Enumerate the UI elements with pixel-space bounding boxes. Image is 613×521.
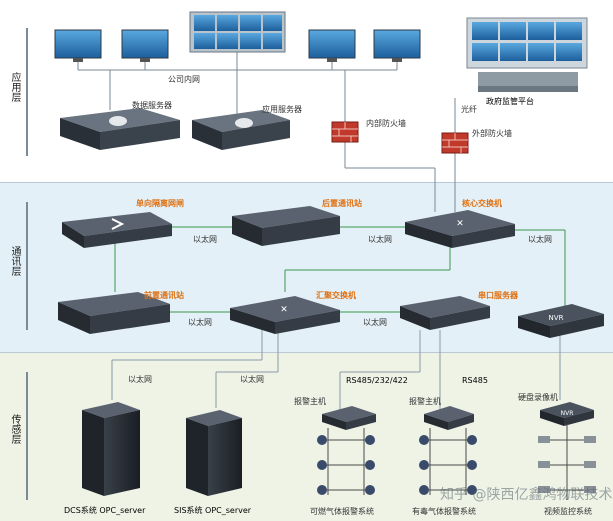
aggregation-switch-icon: ✕ [230, 296, 340, 334]
fiber-label: 光纤 [461, 105, 477, 114]
gov-platform-label: 政府监管平台 [486, 97, 534, 106]
watermark: 知乎 @陕西亿鑫鸿物联技术 [440, 487, 613, 503]
ethernet-label: 以太网 [188, 318, 212, 327]
alarm-host-icon [424, 406, 474, 430]
ethernet-label: 以太网 [368, 235, 392, 244]
gas-detector-icon [467, 485, 477, 495]
firewall-icon [331, 121, 359, 143]
svg-text:✕: ✕ [456, 219, 464, 229]
gas-detector-icon [317, 460, 327, 470]
unidirectional-gateway-label: 单向隔离网闸 [136, 199, 184, 208]
monitor-icon [373, 29, 421, 62]
data-server-icon [60, 108, 180, 150]
layer-label-sensing: 传感层 [9, 414, 20, 444]
app-server-label: 应用服务器 [262, 105, 302, 114]
gas-detector-icon [365, 435, 375, 445]
video-wall [189, 11, 286, 53]
gas-detector-icons [317, 435, 477, 495]
gas-detector-icon [467, 435, 477, 445]
external-firewall-label: 外部防火墙 [472, 129, 512, 138]
layer-label-communication: 通讯层 [9, 246, 20, 276]
gas-detector-icon [317, 435, 327, 445]
toxic-gas-label: 有毒气体报警系统 [412, 507, 476, 516]
front-comm-station-label: 前置通讯站 [144, 291, 184, 300]
layer-bracket [26, 28, 28, 156]
firewall-icon [441, 132, 469, 154]
camera-icon [538, 486, 550, 493]
monitor-icon [308, 29, 356, 62]
camera-icon [538, 436, 550, 443]
gas-detector-icon [365, 460, 375, 470]
rs485-label: RS485 [462, 376, 488, 385]
data-server-label: 数据服务器 [132, 101, 172, 110]
sis-label: SIS系统 OPC_server [174, 506, 252, 515]
monitor-icon [121, 29, 169, 62]
gas-detector-icon [419, 485, 429, 495]
layer-divider [0, 182, 613, 183]
camera-icon [538, 461, 550, 468]
serial-server-label: 串口服务器 [478, 291, 518, 300]
gas-detector-icon [419, 435, 429, 445]
svg-text:✕: ✕ [280, 305, 288, 315]
rear-comm-station-icon [232, 206, 340, 246]
gov-platform-icon [466, 17, 588, 92]
camera-icons [538, 436, 596, 493]
rear-comm-station-label: 后置通讯站 [322, 199, 362, 208]
gas-detector-icon [317, 485, 327, 495]
aggregation-switch-label: 汇聚交换机 [316, 291, 356, 300]
alarm-host-icon [322, 406, 376, 430]
sensor-tree-lines [322, 424, 590, 500]
camera-icon [584, 436, 596, 443]
layer-label-application: 应用层 [9, 72, 20, 102]
ethernet-label: 以太网 [128, 375, 152, 384]
layer-bracket [26, 202, 28, 330]
gas-detector-icon [365, 485, 375, 495]
nvr-icon [518, 304, 604, 338]
unidirectional-gateway-icon [62, 212, 172, 248]
alarm-host-label: 报警主机 [294, 397, 326, 406]
network-links [77, 52, 566, 410]
layer-bracket [26, 372, 28, 500]
rs485-232-422-label: RS485/232/422 [346, 376, 408, 385]
app-server-icon [192, 110, 290, 150]
sis-server-tower-icon [186, 410, 242, 496]
combustible-gas-label: 可燃气体报警系统 [310, 507, 374, 516]
internal-firewall-label: 内部防火墙 [366, 119, 406, 128]
front-comm-station-icon [58, 292, 170, 334]
ethernet-label: 以太网 [193, 235, 217, 244]
company-lan-label: 公司内网 [168, 75, 200, 84]
hdd-recorder-icon [540, 402, 594, 426]
nvr-label: NVR [549, 314, 564, 322]
dcs-label: DCS系统 OPC_server [64, 506, 146, 515]
hdd-recorder-label: 硬盘录像机 [518, 393, 558, 402]
layer-divider [0, 352, 613, 353]
gas-detector-icon [467, 460, 477, 470]
ethernet-label: 以太网 [240, 375, 264, 384]
camera-icon [584, 461, 596, 468]
gas-detector-icon [419, 460, 429, 470]
monitor-icon [54, 29, 102, 62]
ethernet-label: 以太网 [363, 318, 387, 327]
ethernet-label: 以太网 [528, 235, 552, 244]
alarm-host-label: 报警主机 [409, 397, 441, 406]
dcs-server-tower-icon [82, 402, 140, 496]
serial-server-icon [400, 296, 490, 330]
video-monitor-label: 视频监控系统 [544, 507, 592, 516]
core-switch-label: 核心交换机 [462, 199, 502, 208]
camera-icon [584, 486, 596, 493]
core-switch-icon: ✕ [405, 210, 515, 248]
nvr-label: NVR [561, 410, 574, 417]
